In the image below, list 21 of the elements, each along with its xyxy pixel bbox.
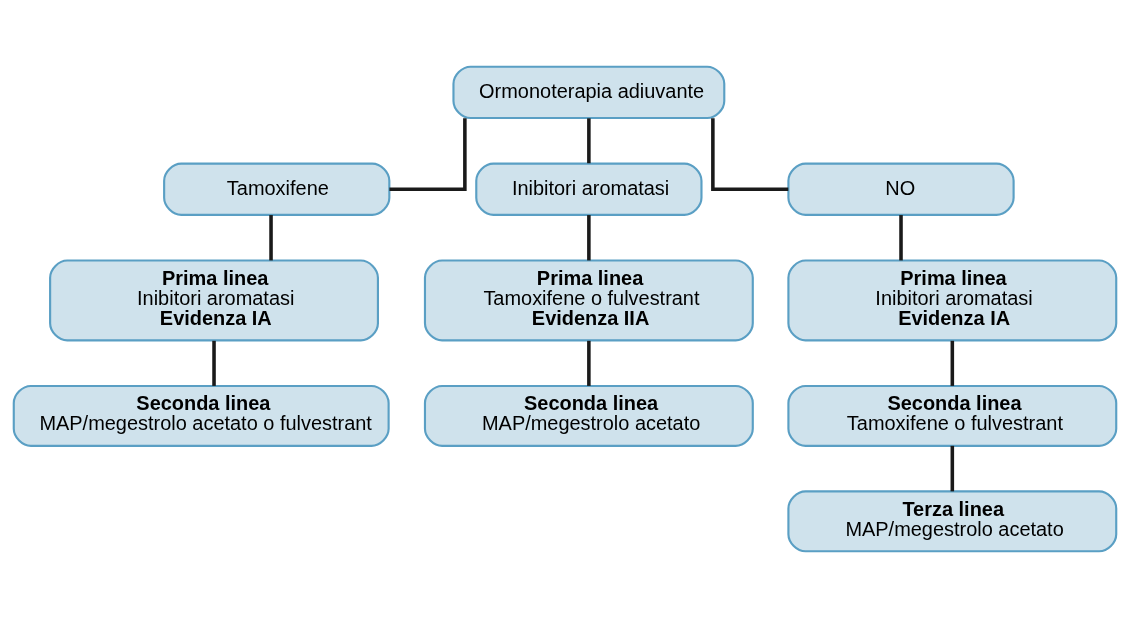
node-box: Ormonoterapia adiuvante xyxy=(452,65,726,120)
connector xyxy=(587,118,591,164)
node-box: Prima linea Inibitori aromatasi Evidenza IA xyxy=(787,259,1118,342)
connector xyxy=(711,118,789,192)
connector xyxy=(269,215,273,261)
connector xyxy=(950,445,955,492)
node-box: Prima linea Inibitori aromatasi Evidenza IA xyxy=(49,259,379,342)
connector xyxy=(212,340,216,386)
connector xyxy=(587,340,591,386)
connector xyxy=(389,118,467,192)
node-box: Inibitori aromatasi xyxy=(475,162,703,216)
node-box: Prima linea Tamoxifene o fulvestrant Evidenza IIA xyxy=(423,259,754,342)
node-box: Terza linea MAP/megestrolo acetato xyxy=(787,490,1118,553)
connector xyxy=(899,215,903,261)
connector xyxy=(950,340,955,386)
connector xyxy=(587,215,591,261)
node-box: Seconda linea MAP/megestrolo acetato xyxy=(423,384,754,447)
node-box: Tamoxifene xyxy=(163,162,391,216)
node-box: Seconda linea Tamoxifene o fulvestrant xyxy=(787,384,1118,447)
node-box: NO xyxy=(787,162,1015,216)
node-box: Seconda linea MAP/megestrolo acetato o fulvestrant xyxy=(12,384,390,447)
